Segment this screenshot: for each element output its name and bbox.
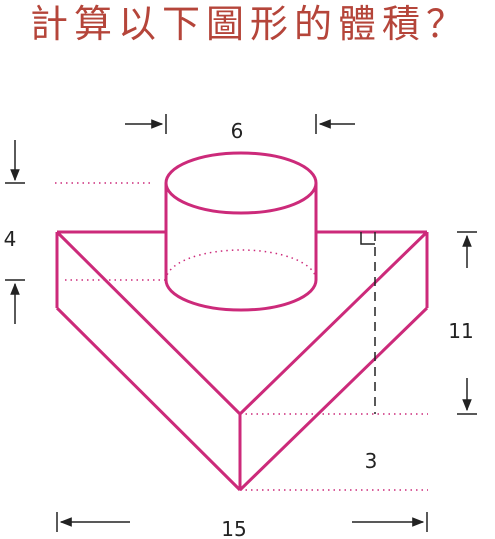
label-cylinder-diameter: 6 xyxy=(231,119,244,143)
label-prism-height: 11 xyxy=(448,319,473,343)
cylinder-top-ellipse xyxy=(164,151,318,215)
prism-front-edge-right xyxy=(238,230,429,416)
label-cylinder-height: 4 xyxy=(4,227,17,251)
prism-bottom-edge-right xyxy=(238,306,429,492)
triangular-prism xyxy=(55,230,429,492)
dotted-guides xyxy=(55,182,428,491)
label-prism-thickness: 3 xyxy=(365,449,378,473)
right-angle-marker xyxy=(360,232,375,245)
cylinder xyxy=(164,151,318,312)
cylinder-bottom-hidden-arc xyxy=(165,249,317,281)
prism-front-edge-left xyxy=(55,230,242,416)
question-title: 計算以下圖形的體積？ xyxy=(30,2,471,46)
cylinder-bottom-front-arc xyxy=(164,279,318,312)
prism-bottom-edge-left xyxy=(55,306,242,492)
label-prism-base: 15 xyxy=(221,517,246,539)
